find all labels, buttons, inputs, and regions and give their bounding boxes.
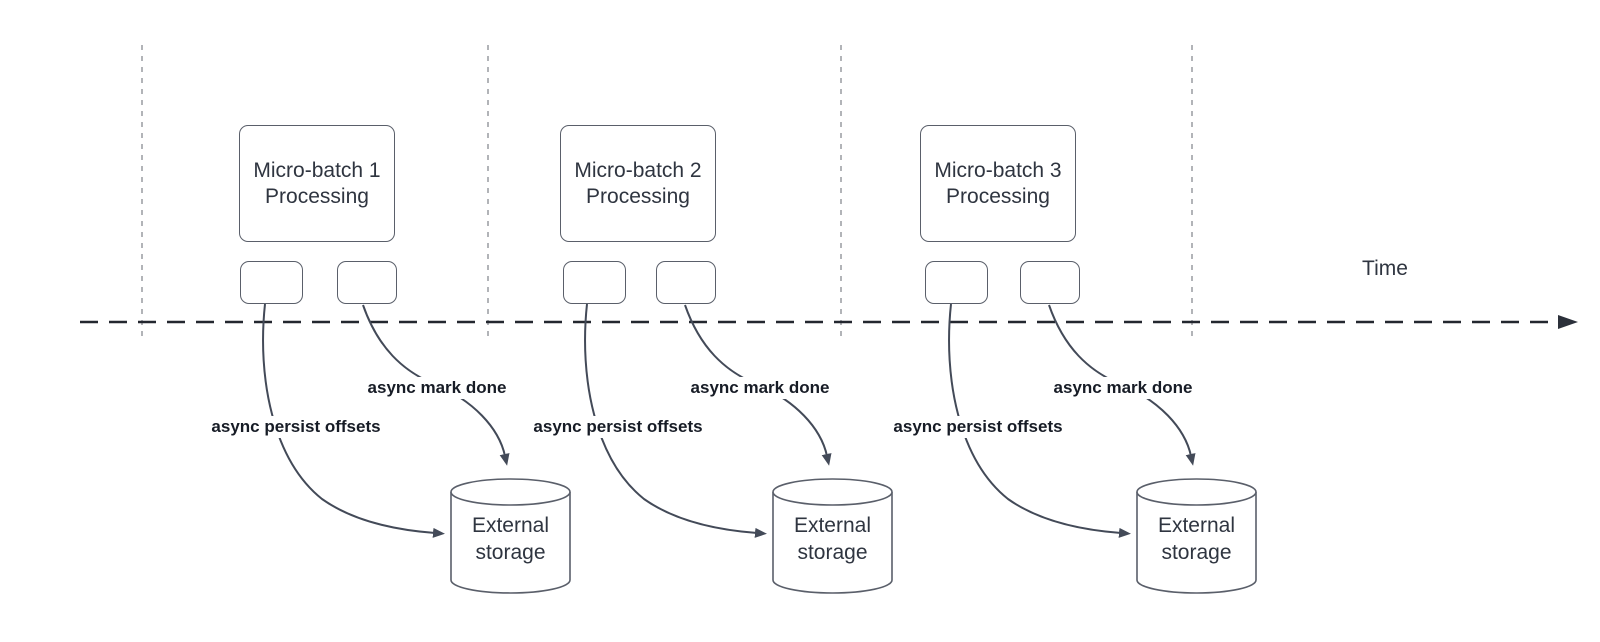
persist-offsets-label-3: async persist offsets [890,416,1066,438]
persist-offsets-label-2: async persist offsets [530,416,706,438]
external-storage-label-3: External storage [1157,514,1236,564]
mark-done-task-box-3 [1020,261,1080,304]
mark-done-task-box-1 [337,261,397,304]
persist-offsets-arrow-3 [948,303,1131,538]
micro-batch-box-2: Micro-batch 2 Processing [560,125,716,242]
micro-batch-title-3: Micro-batch 3 Processing [934,158,1062,208]
external-storage-cylinder-3 [1136,478,1257,594]
persist-offsets-arrow-2 [584,303,767,538]
mark-done-label-3: async mark done [1050,377,1196,399]
external-storage-cylinder-2 [772,478,893,594]
mark-done-task-box-2 [656,261,716,304]
micro-batch-title-1: Micro-batch 1 Processing [253,158,381,208]
micro-batch-box-1: Micro-batch 1 Processing [239,125,395,242]
external-storage-label-1: External storage [471,514,550,564]
micro-batch-title-2: Micro-batch 2 Processing [574,158,702,208]
persist-task-box-3 [925,261,988,304]
micro-batch-box-3: Micro-batch 3 Processing [920,125,1076,242]
external-storage-label-2: External storage [793,514,872,564]
persist-task-box-1 [240,261,303,304]
persist-offsets-arrow-1 [262,303,445,538]
time-axis-label: Time [1362,257,1408,280]
persist-task-box-2 [563,261,626,304]
mark-done-label-2: async mark done [687,377,833,399]
persist-offsets-label-1: async persist offsets [208,416,384,438]
external-storage-cylinder-1 [450,478,571,594]
mark-done-label-1: async mark done [364,377,510,399]
